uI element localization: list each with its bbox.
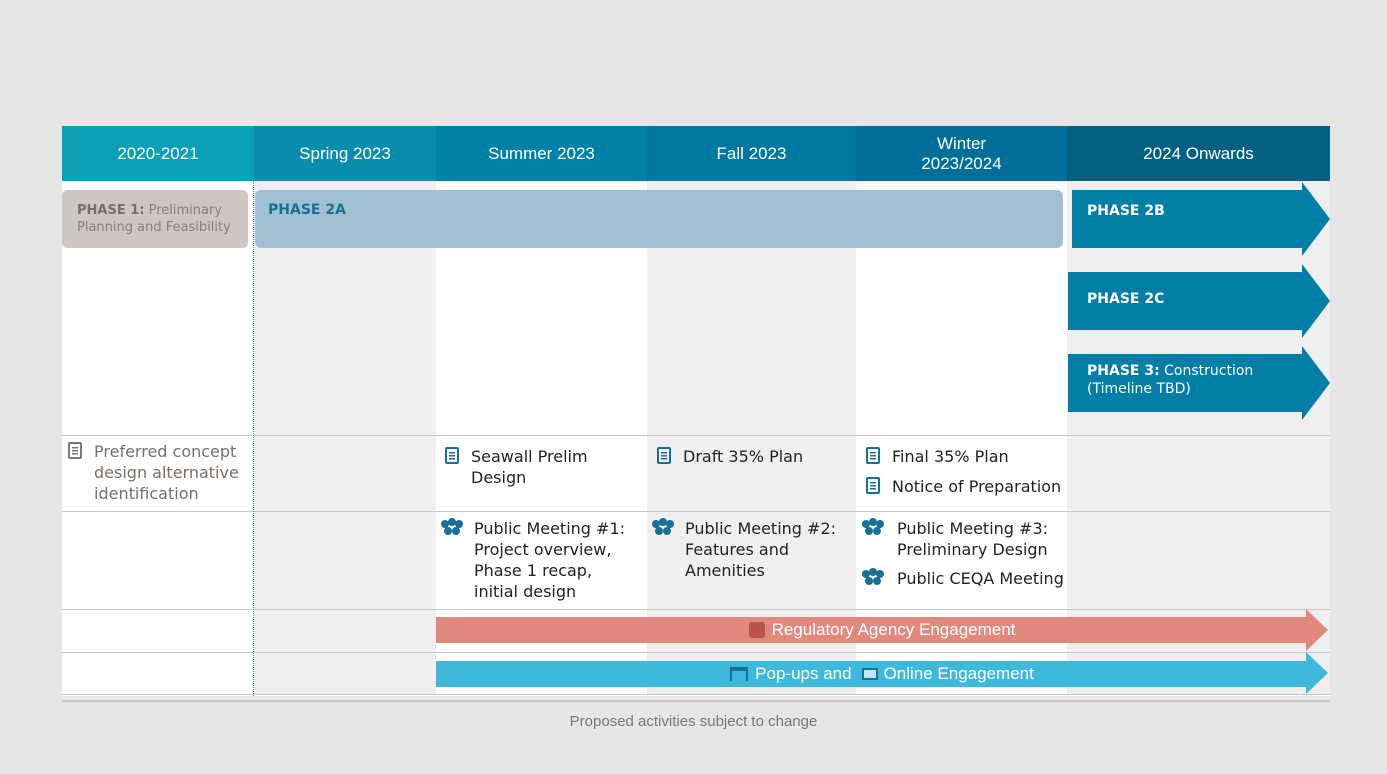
header-2020-2021: 2020-2021 [62, 126, 254, 181]
arrow-shape [1068, 264, 1330, 338]
row-divider [62, 435, 1330, 436]
phase2c-label: PHASE 2C [1087, 291, 1165, 307]
footer-note: Proposed activities subject to change [569, 713, 818, 730]
phase-boundary-dashed-line [253, 126, 254, 696]
phase3-arrow: PHASE 3: Construction (Timeline TBD) [1068, 346, 1330, 420]
regulatory-label: Regulatory Agency Engagement [771, 620, 1016, 639]
header-label: Winter 2023/2024 [921, 133, 1002, 173]
meeting-label: Public Meeting #1: Project overview, Pha… [474, 519, 626, 601]
phase3-label: PHASE 3: Construction (Timeline TBD) [1087, 363, 1254, 397]
header-label: Summer 2023 [488, 143, 595, 163]
document-icon [445, 447, 459, 464]
document-icon [866, 447, 880, 464]
public-meeting-2: Public Meeting #2: Features and Amenitie… [652, 518, 852, 581]
doc-seawall-prelim: Seawall Prelim Design [445, 446, 635, 488]
header-label: 2020-2021 [117, 143, 199, 163]
handshake-icon [748, 622, 765, 638]
band-arrow-shape [436, 609, 1328, 651]
people-icon [862, 568, 884, 586]
document-icon [866, 477, 880, 494]
phase1-title: PHASE 1: [77, 203, 145, 218]
header-summer-2023: Summer 2023 [436, 126, 647, 181]
doc-preferred-concept: Preferred concept design alternative ide… [68, 441, 253, 504]
arrow-shape [1068, 346, 1330, 420]
doc-label: Notice of Preparation [892, 477, 1062, 496]
doc-draft-35-plan: Draft 35% Plan [657, 446, 852, 469]
phase2a-bar [255, 190, 1063, 248]
header-winter-2023-2024: Winter 2023/2024 [856, 126, 1067, 181]
screen-icon [861, 668, 878, 680]
phase2a-label: PHASE 2A [268, 202, 346, 218]
meeting-label: Public CEQA Meeting [897, 569, 1064, 588]
people-icon [441, 518, 463, 536]
regulatory-label-row: Regulatory Agency Engagement [436, 615, 1328, 645]
document-icon [68, 442, 82, 459]
public-meeting-3: Public Meeting #3: Preliminary Design [862, 518, 1067, 560]
phase2b-label: PHASE 2B [1087, 203, 1165, 219]
header-fall-2023: Fall 2023 [647, 126, 856, 181]
row-divider [62, 609, 1330, 610]
header-2024-onwards: 2024 Onwards [1067, 126, 1330, 181]
doc-label: Draft 35% Plan [683, 447, 804, 466]
doc-final-35-plan: Final 35% Plan [866, 446, 1076, 469]
phase1-box: PHASE 1: Preliminary Planning and Feasib… [62, 190, 248, 248]
arrow-shape [1072, 182, 1330, 256]
row-divider [62, 511, 1330, 512]
public-meeting-1: Public Meeting #1: Project overview, Pha… [441, 518, 646, 602]
column-shade-spring [254, 181, 436, 695]
popups-label-row: Pop-ups and Online Engagement [436, 659, 1328, 689]
header-label: Spring 2023 [299, 143, 391, 163]
doc-label: Preferred concept design alternative ide… [94, 442, 239, 503]
booth-icon [730, 667, 749, 681]
doc-label: Seawall Prelim Design [471, 447, 588, 487]
doc-label: Final 35% Plan [892, 447, 1009, 466]
phase1-description: Preliminary Planning and Feasibility [77, 203, 231, 235]
meeting-label: Public Meeting #2: Features and Amenitie… [685, 519, 837, 580]
public-ceqa-meeting: Public CEQA Meeting [862, 568, 1077, 591]
meeting-label: Public Meeting #3: Preliminary Design [897, 519, 1049, 559]
band-arrow-shape [436, 652, 1328, 694]
online-label: Online Engagement [883, 664, 1034, 683]
document-icon [657, 447, 671, 464]
doc-notice-of-preparation: Notice of Preparation [866, 476, 1081, 499]
row-divider [62, 652, 1330, 653]
header-spring-2023: Spring 2023 [254, 126, 436, 181]
header-label: 2024 Onwards [1143, 143, 1254, 163]
popups-label: Pop-ups and [755, 664, 852, 683]
people-icon [862, 518, 884, 536]
phase2c-arrow: PHASE 2C [1068, 264, 1330, 338]
header-label: Fall 2023 [716, 143, 787, 163]
phase2b-arrow: PHASE 2B [1068, 182, 1330, 256]
row-divider [62, 694, 1330, 695]
footer-divider [62, 700, 1330, 702]
people-icon [652, 518, 674, 536]
